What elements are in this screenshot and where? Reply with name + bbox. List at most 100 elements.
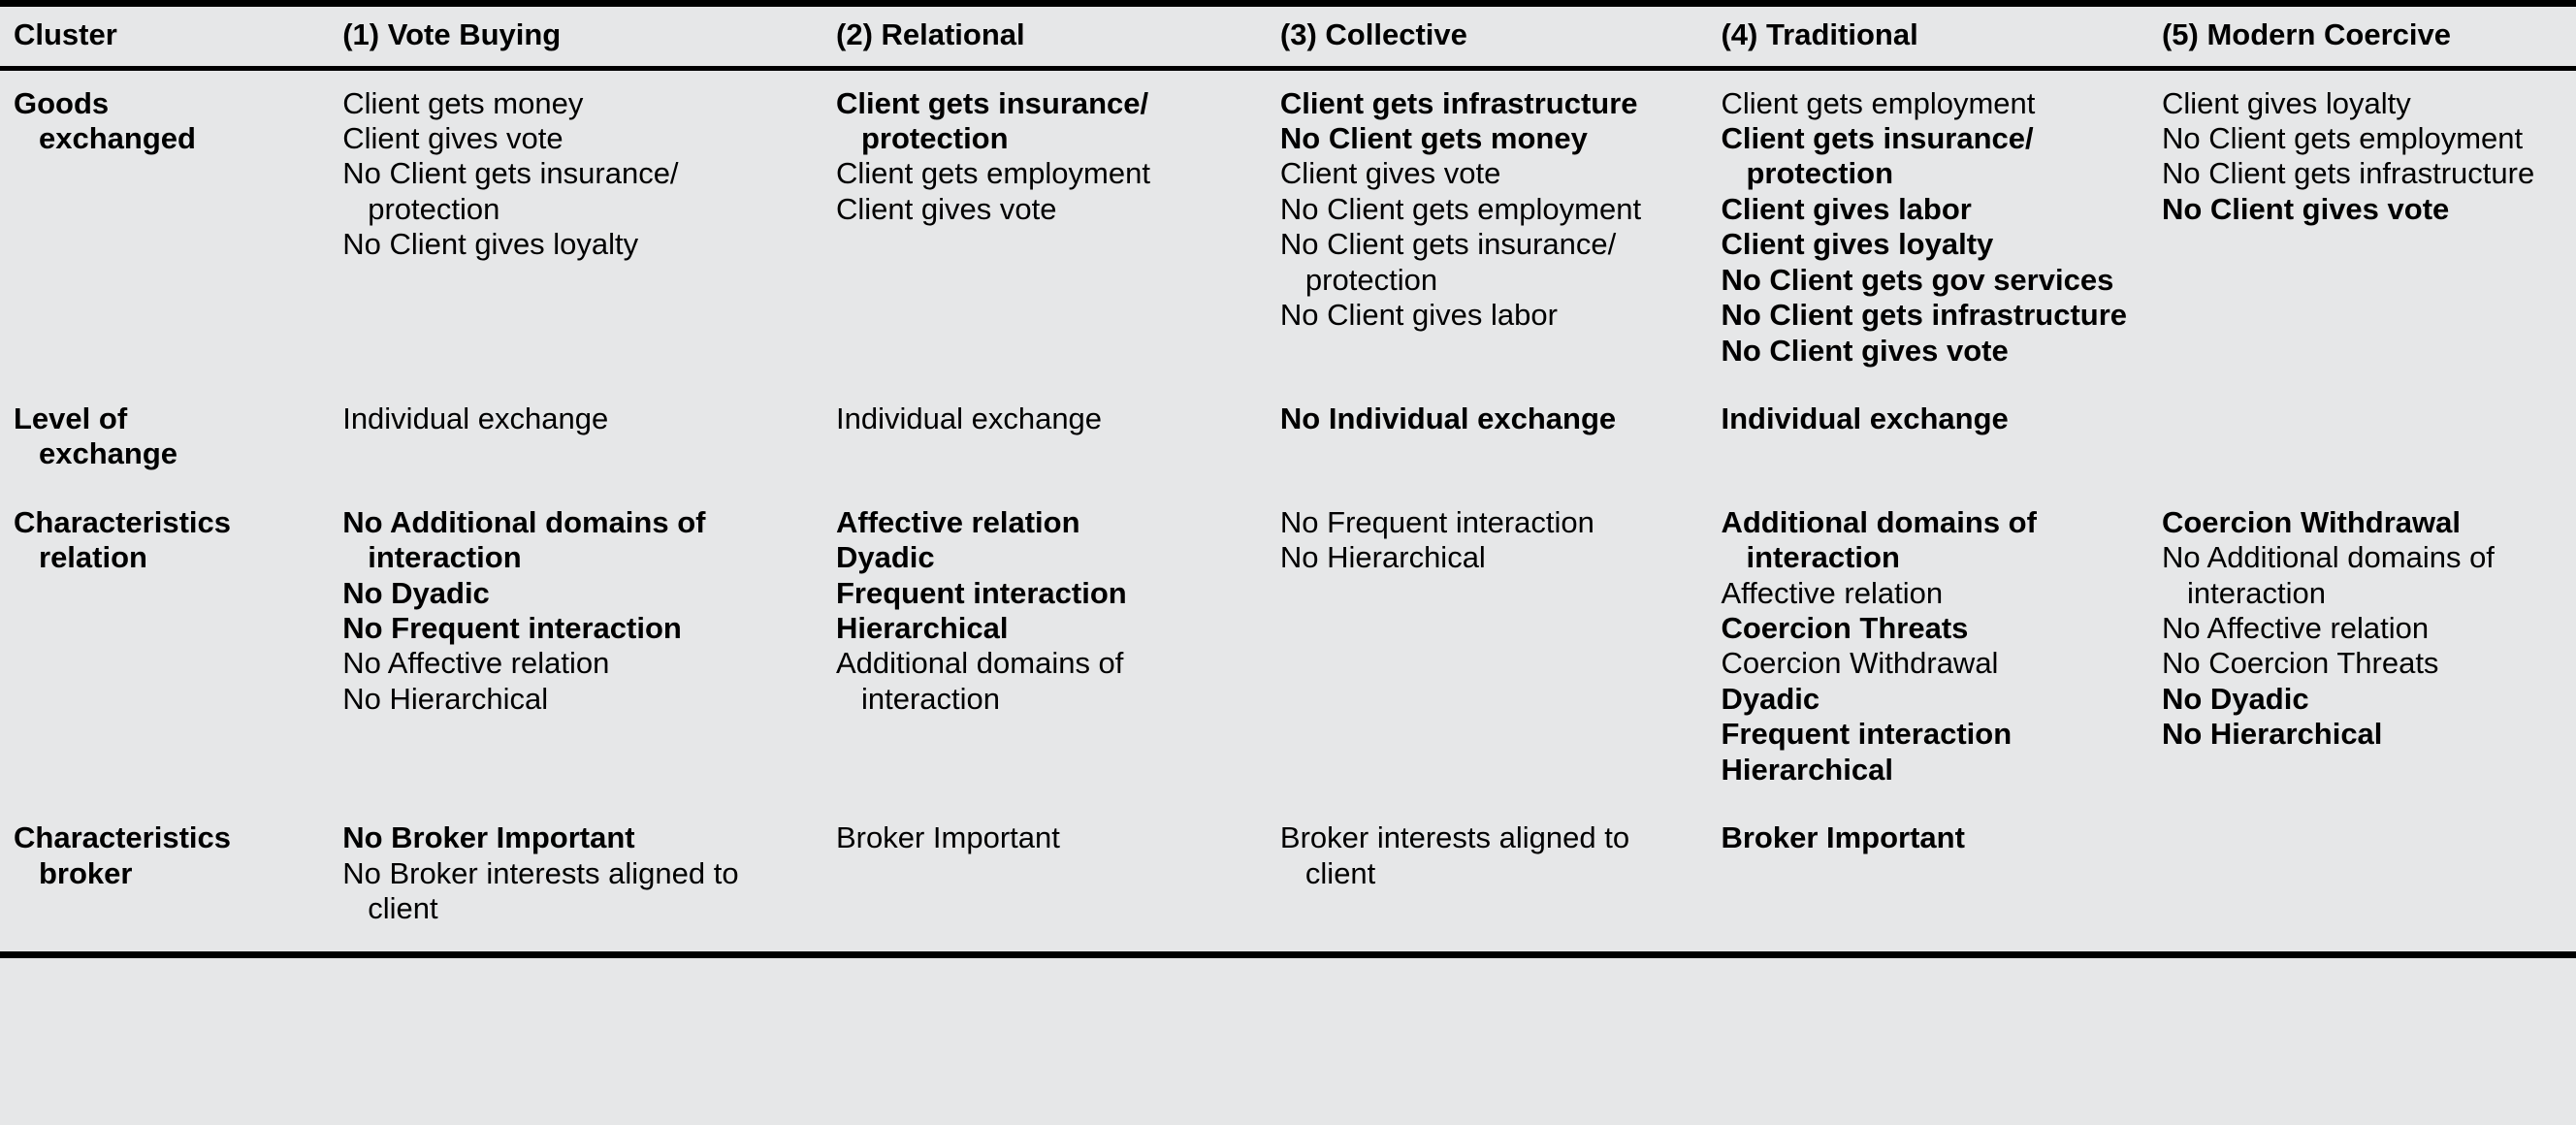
row-label-line2: exchange (39, 436, 178, 471)
row-label-line1: Goods (14, 85, 110, 120)
cell-item: Client gets employment (1721, 85, 2036, 120)
table-cell: Individual exchange (1707, 385, 2148, 490)
table-cell: Individual exchange (822, 385, 1267, 490)
column-header-4: (4) Traditional (1707, 3, 2148, 71)
cell-item: Additional domains of interaction (836, 646, 1124, 716)
cell-item: Client gives vote (836, 191, 1057, 226)
column-header-1: (1) Vote Buying (329, 3, 822, 71)
table-cell: Broker interests aligned to client (1266, 805, 1708, 959)
cell-item: No Affective relation (2161, 611, 2430, 646)
table-cell: Broker Important (1707, 805, 2148, 959)
cell-item: No Broker Important (342, 820, 635, 855)
row-label-line2: broker (39, 855, 133, 890)
cell-item: No Client gets employment (2161, 121, 2524, 155)
cell-item: Hierarchical (836, 611, 1009, 646)
cell-item: No Coercion Threats (2161, 646, 2439, 681)
column-header-5: (5) Modern Coercive (2147, 3, 2576, 71)
cell-item: No Hierarchical (2161, 717, 2383, 752)
cell-item: Broker interests aligned to client (1279, 820, 1630, 890)
table-cell (2147, 805, 2576, 959)
cell-item: No Dyadic (342, 575, 490, 610)
row-label-line2: exchanged (39, 121, 196, 155)
table-cell: No Individual exchange (1266, 385, 1708, 490)
cell-item: Hierarchical (1721, 752, 1893, 787)
cell-item: No Broker interests aligned to client (342, 855, 739, 926)
cell-item: No Client gives loyalty (342, 227, 639, 262)
header-row: Cluster(1) Vote Buying(2) Relational(3) … (0, 3, 2576, 71)
cell-item: Frequent interaction (836, 575, 1127, 610)
cell-item: No Client gets infrastructure (1721, 298, 2128, 333)
cell-item: No Client gets gov services (1721, 262, 2114, 297)
cell-item: Dyadic (836, 540, 935, 575)
cell-item: No Client gets money (1279, 121, 1588, 155)
cell-item: Dyadic (1721, 681, 1820, 716)
cell-item: Client gives vote (342, 121, 564, 155)
row-label-line1: Characteristics (14, 504, 232, 539)
cell-item: No Client gives labor (1279, 298, 1558, 333)
table-cell: Individual exchange (329, 385, 822, 490)
cell-item: No Client gets insurance/ protection (1279, 227, 1617, 297)
table-header: Cluster(1) Vote Buying(2) Relational(3) … (0, 3, 2576, 71)
cell-item: Broker Important (1721, 820, 1965, 855)
cell-item: Additional domains of interaction (1721, 504, 2037, 575)
cell-item: No Additional domains of interaction (342, 504, 706, 575)
cell-item: No Client gets infrastructure (2161, 156, 2535, 191)
cell-item: No Additional domains of interaction (2161, 540, 2495, 610)
cell-item: Individual exchange (836, 401, 1103, 435)
row-label-line1: Characteristics (14, 820, 232, 855)
cell-item: No Frequent interaction (342, 611, 682, 646)
cell-item: No Client gets employment (1279, 191, 1642, 226)
cell-item: Client gives vote (1279, 156, 1501, 191)
cluster-comparison-table: Cluster(1) Vote Buying(2) Relational(3) … (0, 0, 2576, 959)
table-cell: Broker Important (822, 805, 1267, 959)
table-cell (2147, 385, 2576, 490)
cell-item: Client gets insurance/ protection (1721, 121, 2034, 191)
cell-item: Client gives loyalty (1721, 227, 1994, 262)
cell-item: No Dyadic (2161, 681, 2309, 716)
cell-item: No Client gets insurance/ protection (342, 156, 679, 226)
cell-item: Individual exchange (342, 401, 609, 435)
column-header-3: (3) Collective (1266, 3, 1708, 71)
row-label-line1: Level of (14, 401, 128, 435)
cell-item: Client gets employment (836, 156, 1150, 191)
row-label-line2: relation (39, 540, 147, 575)
cell-item: Client gets insurance/ protection (836, 85, 1149, 155)
cell-item: Affective relation (1721, 575, 1944, 610)
cell-item: Affective relation (836, 504, 1080, 539)
cell-item: Coercion Threats (1721, 611, 1969, 646)
cell-item: Client gives loyalty (2161, 85, 2411, 120)
cell-item: No Affective relation (342, 646, 610, 681)
cell-item: Coercion Withdrawal (1721, 646, 1999, 681)
cell-item: No Individual exchange (1279, 401, 1617, 435)
cell-item: Client gets money (342, 85, 584, 120)
cell-item: No Client gives vote (1721, 333, 2009, 368)
cell-item: Frequent interaction (1721, 717, 2012, 752)
cell-item: Coercion Withdrawal (2161, 504, 2462, 539)
cell-item: No Frequent interaction (1279, 504, 1594, 539)
column-header-2: (2) Relational (822, 3, 1267, 71)
cell-item: No Hierarchical (342, 681, 549, 716)
cell-item: Individual exchange (1721, 401, 2009, 435)
cell-item: No Client gives vote (2161, 191, 2450, 226)
cell-item: No Hierarchical (1279, 540, 1486, 575)
cell-item: Client gives labor (1721, 191, 1972, 226)
